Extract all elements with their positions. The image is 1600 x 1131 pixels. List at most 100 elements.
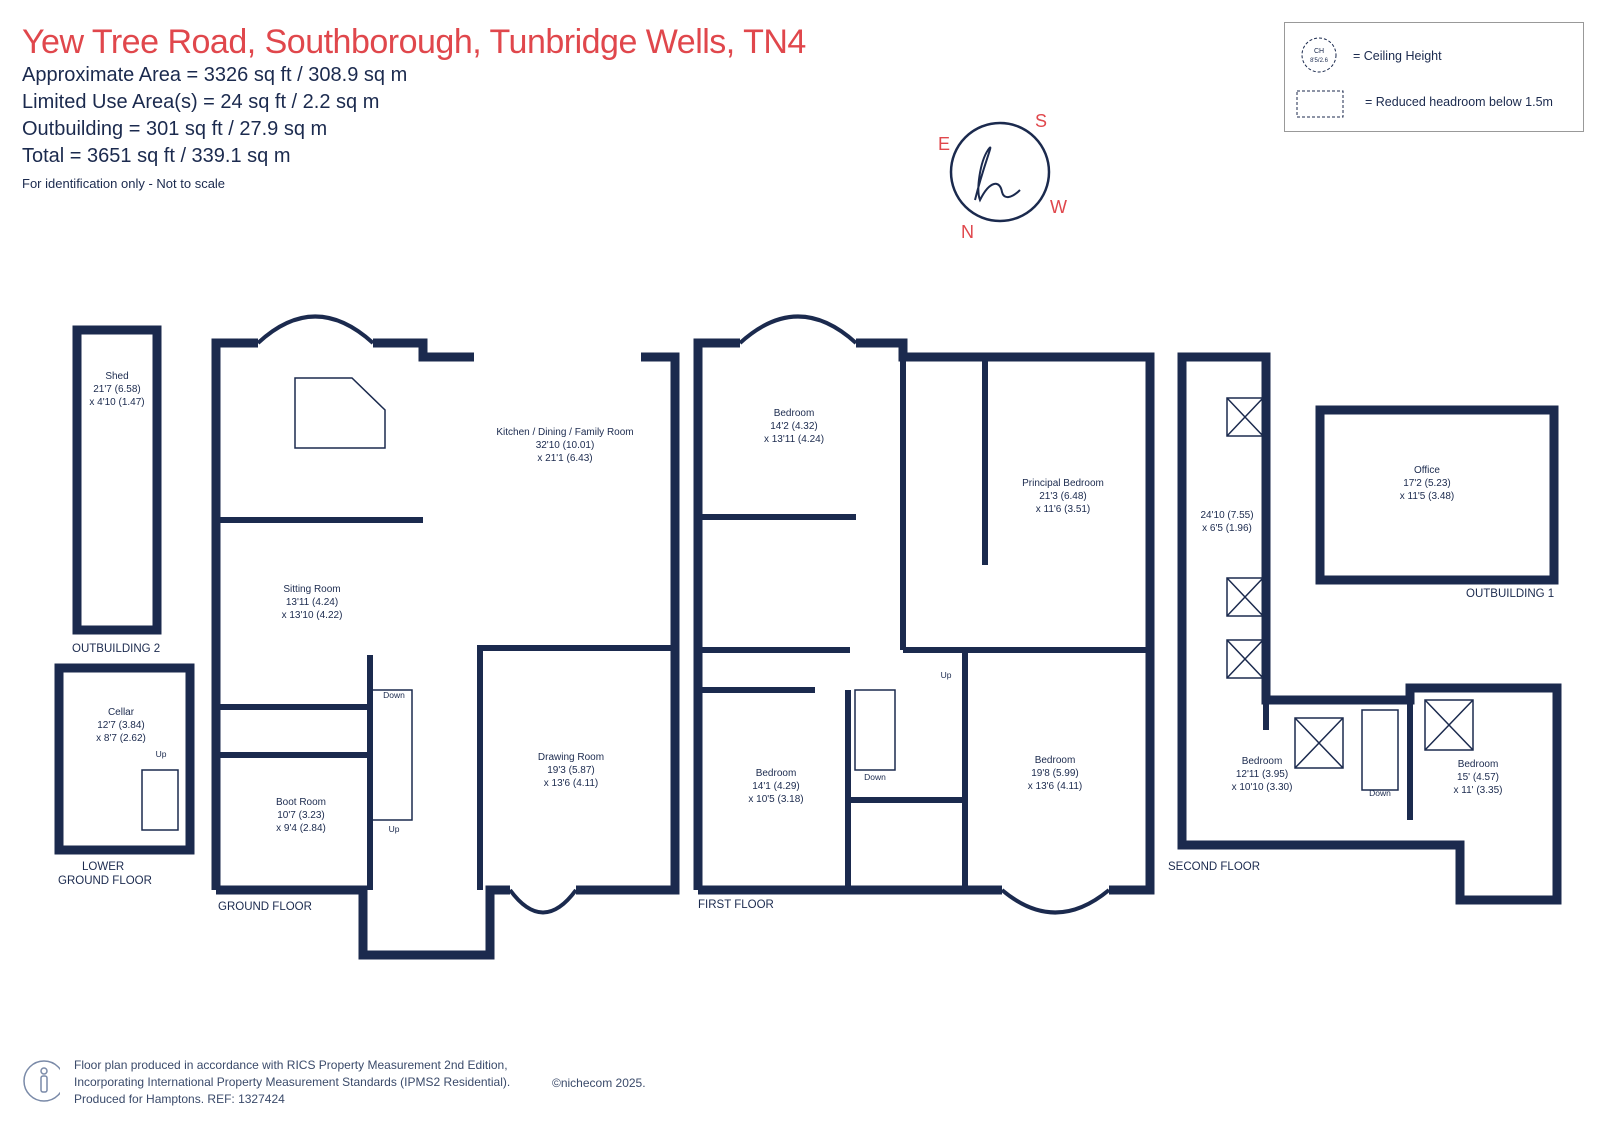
bed2-name: Bedroom	[756, 768, 797, 779]
principal-dim1: 21'3 (6.48)	[1039, 491, 1087, 502]
drawing-name: Drawing Room	[538, 752, 604, 763]
first-stair-down: Down	[864, 772, 886, 782]
reduced-headroom-label: = Reduced headroom below 1.5m	[1365, 95, 1553, 109]
ground-stair-up: Up	[389, 824, 400, 834]
cellar-name: Cellar	[108, 707, 135, 718]
cellar-stair-up: Up	[156, 749, 167, 759]
cellar-outline	[54, 663, 195, 855]
ceiling-symbol: CH	[1314, 48, 1324, 55]
second-stair-down: Down	[1369, 788, 1391, 798]
loft-dim2: x 6'5 (1.96)	[1202, 523, 1252, 534]
copyright: ©nichecom 2025.	[552, 1076, 646, 1090]
ground-stair-down: Down	[383, 690, 405, 700]
sitting-name: Sitting Room	[283, 584, 340, 595]
drawing-dim1: 19'3 (5.87)	[547, 765, 595, 776]
total-area: Total = 3651 sq ft / 339.1 sq m	[22, 145, 291, 167]
boot-dim2: x 9'4 (2.84)	[276, 823, 326, 834]
compass-ring	[949, 121, 1051, 223]
loft-dim1: 24'10 (7.55)	[1200, 510, 1253, 521]
first-stair-up: Up	[941, 670, 952, 680]
limited-use-area: Limited Use Area(s) = 24 sq ft / 2.2 sq …	[22, 91, 380, 113]
first-floor-label: FIRST FLOOR	[698, 899, 774, 911]
bedsa-dim1: 12'11 (3.95)	[1236, 769, 1288, 780]
compass-e: E	[938, 134, 950, 154]
principal-dim2: x 11'6 (3.51)	[1036, 504, 1091, 515]
compass-n: N	[961, 222, 974, 242]
lower-ground-label: LOWER	[82, 861, 124, 873]
ground-floor-label: GROUND FLOOR	[218, 901, 312, 913]
outbuilding2-label: OUTBUILDING 2	[72, 643, 160, 655]
principal-name: Principal Bedroom	[1022, 478, 1104, 489]
bed3-dim2: x 13'6 (4.11)	[1028, 781, 1083, 792]
compass: S E W N	[938, 111, 1067, 242]
office-dim2: x 11'5 (3.48)	[1400, 491, 1455, 502]
bedsa-name: Bedroom	[1242, 756, 1283, 767]
second-stair	[1361, 709, 1399, 791]
legend-symbols: CH 8'5/2.6	[1296, 37, 1344, 118]
compass-w: W	[1050, 197, 1067, 217]
bed1-dim1: 14'2 (4.32)	[770, 421, 818, 432]
ceiling-height-icon	[1301, 37, 1337, 73]
footer-line-3: Produced for Hamptons. REF: 1327424	[74, 1092, 285, 1106]
office-outline	[1315, 405, 1559, 585]
outbuilding-area: Outbuilding = 301 sq ft / 27.9 sq m	[22, 118, 328, 140]
bed2-dim2: x 10'5 (3.18)	[748, 794, 803, 805]
bed2-dim1: 14'1 (4.29)	[752, 781, 800, 792]
stairs	[141, 689, 1399, 831]
footer-line-1: Floor plan produced in accordance with R…	[74, 1058, 508, 1072]
bed1-dim2: x 13'11 (4.24)	[764, 434, 824, 445]
skylights	[1226, 397, 1474, 769]
footer-line-2: Incorporating International Property Mea…	[74, 1075, 511, 1089]
ground-floor-outline	[211, 338, 680, 960]
bedsb-dim2: x 11' (3.35)	[1454, 785, 1503, 796]
lower-ground-label-2: GROUND FLOOR	[58, 875, 152, 887]
logo-h-icon	[974, 146, 1021, 203]
bedsa-dim2: x 10'10 (3.30)	[1232, 782, 1293, 793]
shed-dim1: 21'7 (6.58)	[93, 384, 141, 395]
boot-dim1: 10'7 (3.23)	[277, 810, 325, 821]
bedsb-dim1: 15' (4.57)	[1457, 772, 1499, 783]
office-dim1: 17'2 (5.23)	[1403, 478, 1451, 489]
ground-bay-bottom	[508, 888, 578, 915]
header: Yew Tree Road, Southborough, Tunbridge W…	[22, 22, 806, 191]
bedsb-name: Bedroom	[1458, 759, 1499, 770]
shed-dim2: x 4'10 (1.47)	[89, 397, 144, 408]
legend-box: CH 8'5/2.6 = Ceiling Height = Reduced he…	[1284, 22, 1584, 132]
ceiling-height-label: = Ceiling Height	[1353, 49, 1442, 63]
first-stair	[854, 689, 896, 771]
shed-outline	[72, 325, 162, 635]
bed1-name: Bedroom	[774, 408, 815, 419]
kitchen-dim2: x 21'1 (6.43)	[537, 453, 592, 464]
office-name: Office	[1414, 465, 1440, 476]
approximate-area: Approximate Area = 3326 sq ft / 308.9 sq…	[22, 64, 408, 86]
cellar-dim2: x 8'7 (2.62)	[96, 733, 146, 744]
cellar-stair	[141, 769, 179, 831]
boot-name: Boot Room	[276, 797, 326, 808]
shed-name: Shed	[105, 371, 128, 382]
first-floor-outline	[693, 338, 1155, 895]
first-bay-bottom	[1000, 888, 1111, 915]
bed3-dim1: 19'8 (5.99)	[1031, 768, 1079, 779]
kitchen-name: Kitchen / Dining / Family Room	[496, 427, 633, 438]
kitchen-dim1: 32'10 (10.01)	[536, 440, 595, 451]
ground-bay-top	[256, 314, 375, 345]
first-bay-top	[738, 314, 858, 345]
second-floor-label: SECOND FLOOR	[1168, 861, 1260, 873]
outbuilding1-label: OUTBUILDING 1	[1466, 588, 1554, 600]
reduced-headroom-icon	[1296, 90, 1344, 118]
sitting-dim2: x 13'10 (4.22)	[282, 610, 343, 621]
second-floor-outline	[1177, 352, 1562, 905]
rics-person-icon	[23, 1060, 60, 1102]
scale-note: For identification only - Not to scale	[22, 176, 226, 191]
bed3-name: Bedroom	[1035, 755, 1076, 766]
compass-s: S	[1035, 111, 1047, 131]
drawing-dim2: x 13'6 (4.11)	[544, 778, 599, 789]
footer-text: Floor plan produced in accordance with R…	[74, 1057, 674, 1108]
cellar-dim1: 12'7 (3.84)	[97, 720, 145, 731]
ground-stair	[371, 689, 413, 821]
kitchen-island	[294, 377, 386, 449]
ceiling-symbol-sub: 8'5/2.6	[1310, 58, 1328, 64]
sitting-dim1: 13'11 (4.24)	[286, 597, 338, 608]
property-title: Yew Tree Road, Southborough, Tunbridge W…	[22, 23, 806, 61]
